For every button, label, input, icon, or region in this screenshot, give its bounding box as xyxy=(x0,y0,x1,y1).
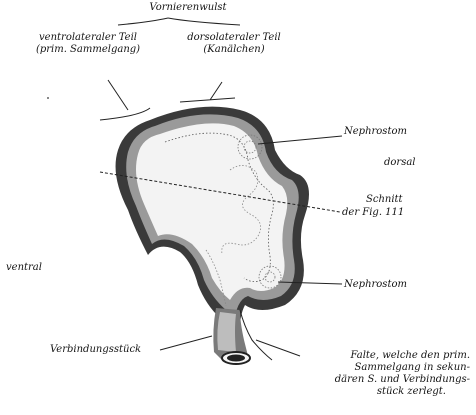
label-ventral: ventral xyxy=(6,262,42,274)
label-schnitt-2: der Fig. 111 xyxy=(342,207,404,219)
label-dorsal: dorsal xyxy=(384,157,416,169)
label-ventrolateral-1: ventrolateraler Teil xyxy=(18,32,158,44)
label-schnitt-1: Schnitt xyxy=(366,194,403,206)
leader-dorsolateral xyxy=(180,82,235,102)
tube-opening-hole xyxy=(227,355,245,362)
brace-left xyxy=(118,18,168,25)
leader-verbindungsstueck xyxy=(160,336,212,350)
label-falte-1: Falte, welche den prim. xyxy=(296,350,470,362)
label-falte-2: Sammelgang in sekun- xyxy=(296,362,470,374)
label-verbindungsstueck: Verbindungsstück xyxy=(50,344,141,356)
label-falte-4: stück zerlegt. xyxy=(296,386,446,398)
label-dorsolateral-1: dorsolateraler Teil xyxy=(174,32,294,44)
label-nephrostom-top: Nephrostom xyxy=(344,126,407,138)
label-nephrostom-bottom: Nephrostom xyxy=(344,279,407,291)
leader-falte xyxy=(256,340,300,356)
label-dorsolateral-2: (Kanälchen) xyxy=(174,44,294,56)
brace-right xyxy=(168,18,240,25)
verbindungsstueck-tube-light xyxy=(217,312,236,352)
leader-ventrolateral xyxy=(100,80,150,120)
dot-mark xyxy=(47,97,49,99)
label-vornierenwulst: Vornierenwulst xyxy=(148,2,228,14)
label-ventrolateral-2: (prim. Sammelgang) xyxy=(18,44,158,56)
label-falte-3: dären S. und Verbindungs- xyxy=(296,374,470,386)
